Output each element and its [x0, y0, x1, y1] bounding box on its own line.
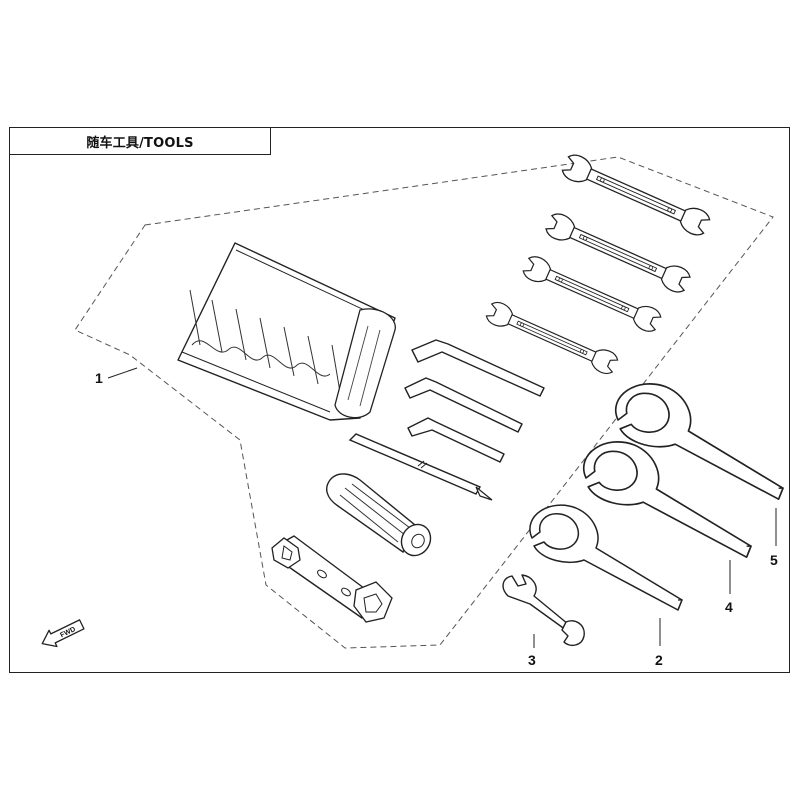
hook-spanner-icon: [529, 383, 784, 611]
tubular-box-wrench-icon: [271, 535, 393, 623]
tool-roll-pouch-icon: [177, 242, 396, 421]
kit-boundary: [74, 156, 774, 649]
spark-plug-socket-icon: [326, 473, 432, 557]
open-end-wrench-icon: [483, 151, 713, 377]
callout-4: 4: [725, 599, 733, 615]
callout-5: 5: [770, 552, 778, 568]
screwdriver-icon: [348, 433, 493, 501]
hex-key-icon: [404, 339, 545, 463]
fwd-arrow-icon: FWD: [41, 619, 85, 648]
page-title: 随车工具/TOOLS: [86, 135, 194, 151]
small-wrench-icon: [502, 574, 585, 647]
leader-lines: [107, 367, 777, 648]
diagram-frame: [9, 127, 790, 673]
callout-2: 2: [655, 652, 663, 668]
title-box: 随车工具/TOOLS: [9, 127, 271, 155]
callout-1: 1: [95, 370, 103, 386]
callout-3: 3: [528, 652, 536, 668]
